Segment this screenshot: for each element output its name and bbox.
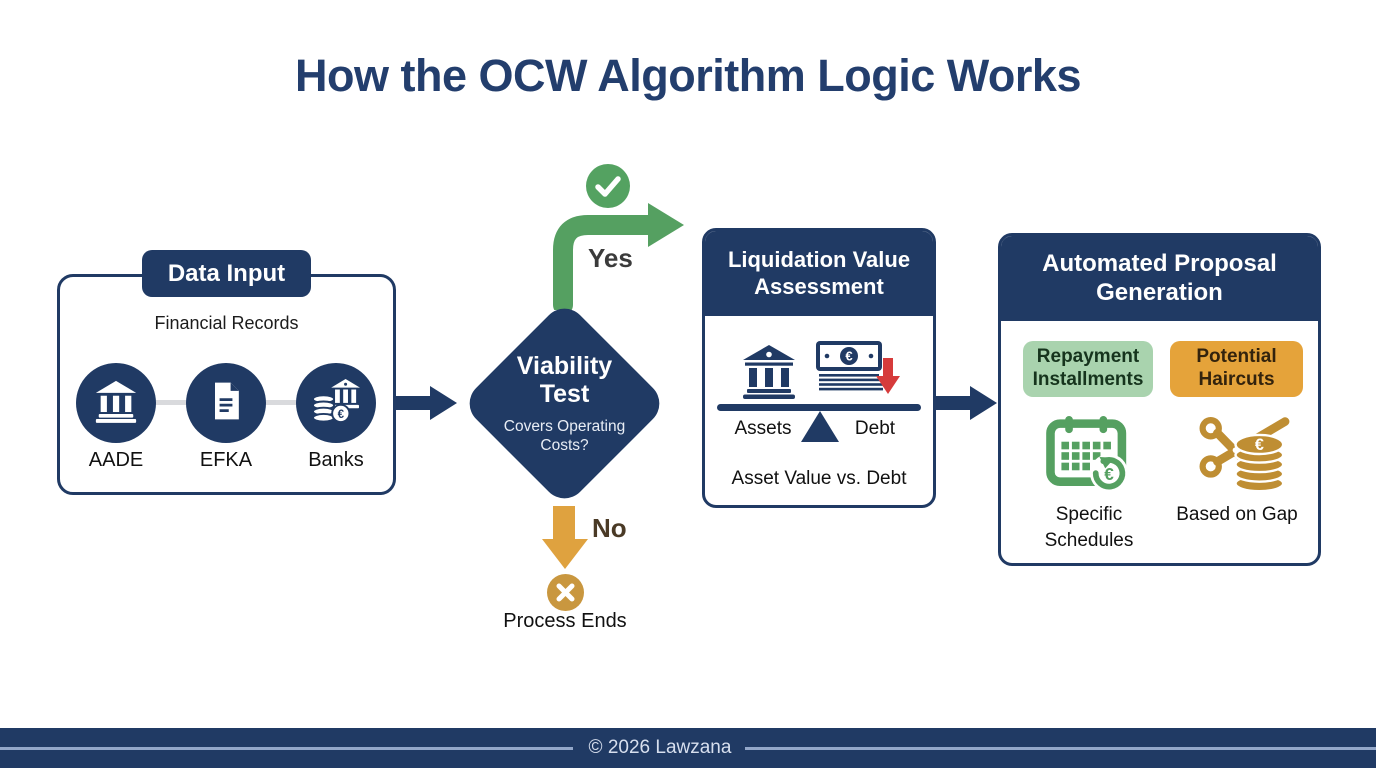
source-circle-banks: € [296,363,376,443]
footer-divider-right [745,747,1376,750]
source-circle-aade [76,363,156,443]
source-circle-efka [186,363,266,443]
svg-text:€: € [845,349,852,364]
check-icon [586,164,630,208]
repayment-installments-badge: Repayment Installments [1023,341,1153,397]
banknotes-icon: € [815,340,905,405]
data-input-header: Data Input [142,250,311,297]
arrow-input-to-viability [396,386,457,420]
red-down-arrow-icon [883,358,893,378]
scissors-coins-icon: € [1198,413,1294,500]
proposal-box: Automated Proposal Generation Repayment … [998,233,1321,566]
source-label-aade: AADE [88,449,144,471]
no-label: No [592,513,627,543]
svg-text:€: € [1104,464,1114,484]
no-arrow [542,506,588,569]
yes-label: Yes [588,243,633,273]
liquidation-box: Liquidation Value Assessment [702,228,936,508]
liquidation-header: Liquidation Value Assessment [705,231,933,316]
liquidation-caption: Asset Value vs. Debt [731,468,907,489]
source-label-banks: Banks [308,449,364,471]
svg-text:€: € [338,408,345,420]
balance-fulcrum-icon [801,411,839,442]
copyright-text: © 2026 Lawzana [588,737,732,758]
document-icon [204,379,248,428]
source-label-efka: EFKA [199,449,253,471]
bank-building-icon [740,344,798,405]
specific-schedules-label: Specific Schedules [1044,504,1134,551]
financial-records-label: Financial Records [154,313,299,333]
calendar-euro-icon: € [1046,416,1134,501]
page-title: How the OCW Algorithm Logic Works [295,50,1082,101]
viability-title: Viability Test [516,351,613,408]
arrow-liquidation-to-proposal [936,386,997,420]
viability-diamond: Viability Test Covers Operating Costs? [460,299,669,508]
balance-beam [717,404,921,411]
assets-label: Assets [734,418,792,439]
footer-bar: © 2026 Lawzana [0,728,1376,768]
footer-divider-left [0,747,573,750]
coins-bank-icon: € [311,378,361,429]
debt-label: Debt [854,418,896,439]
x-icon [547,574,584,611]
proposal-header: Automated Proposal Generation [1001,236,1318,321]
yes-arrow [553,203,684,310]
bank-icon [93,378,139,429]
potential-haircuts-badge: Potential Haircuts [1170,341,1303,397]
based-on-gap-label: Based on Gap [1176,504,1298,525]
process-ends-label: Process Ends [503,610,627,632]
svg-text:€: € [1255,436,1264,454]
viability-question: Covers Operating Costs? [503,417,626,454]
